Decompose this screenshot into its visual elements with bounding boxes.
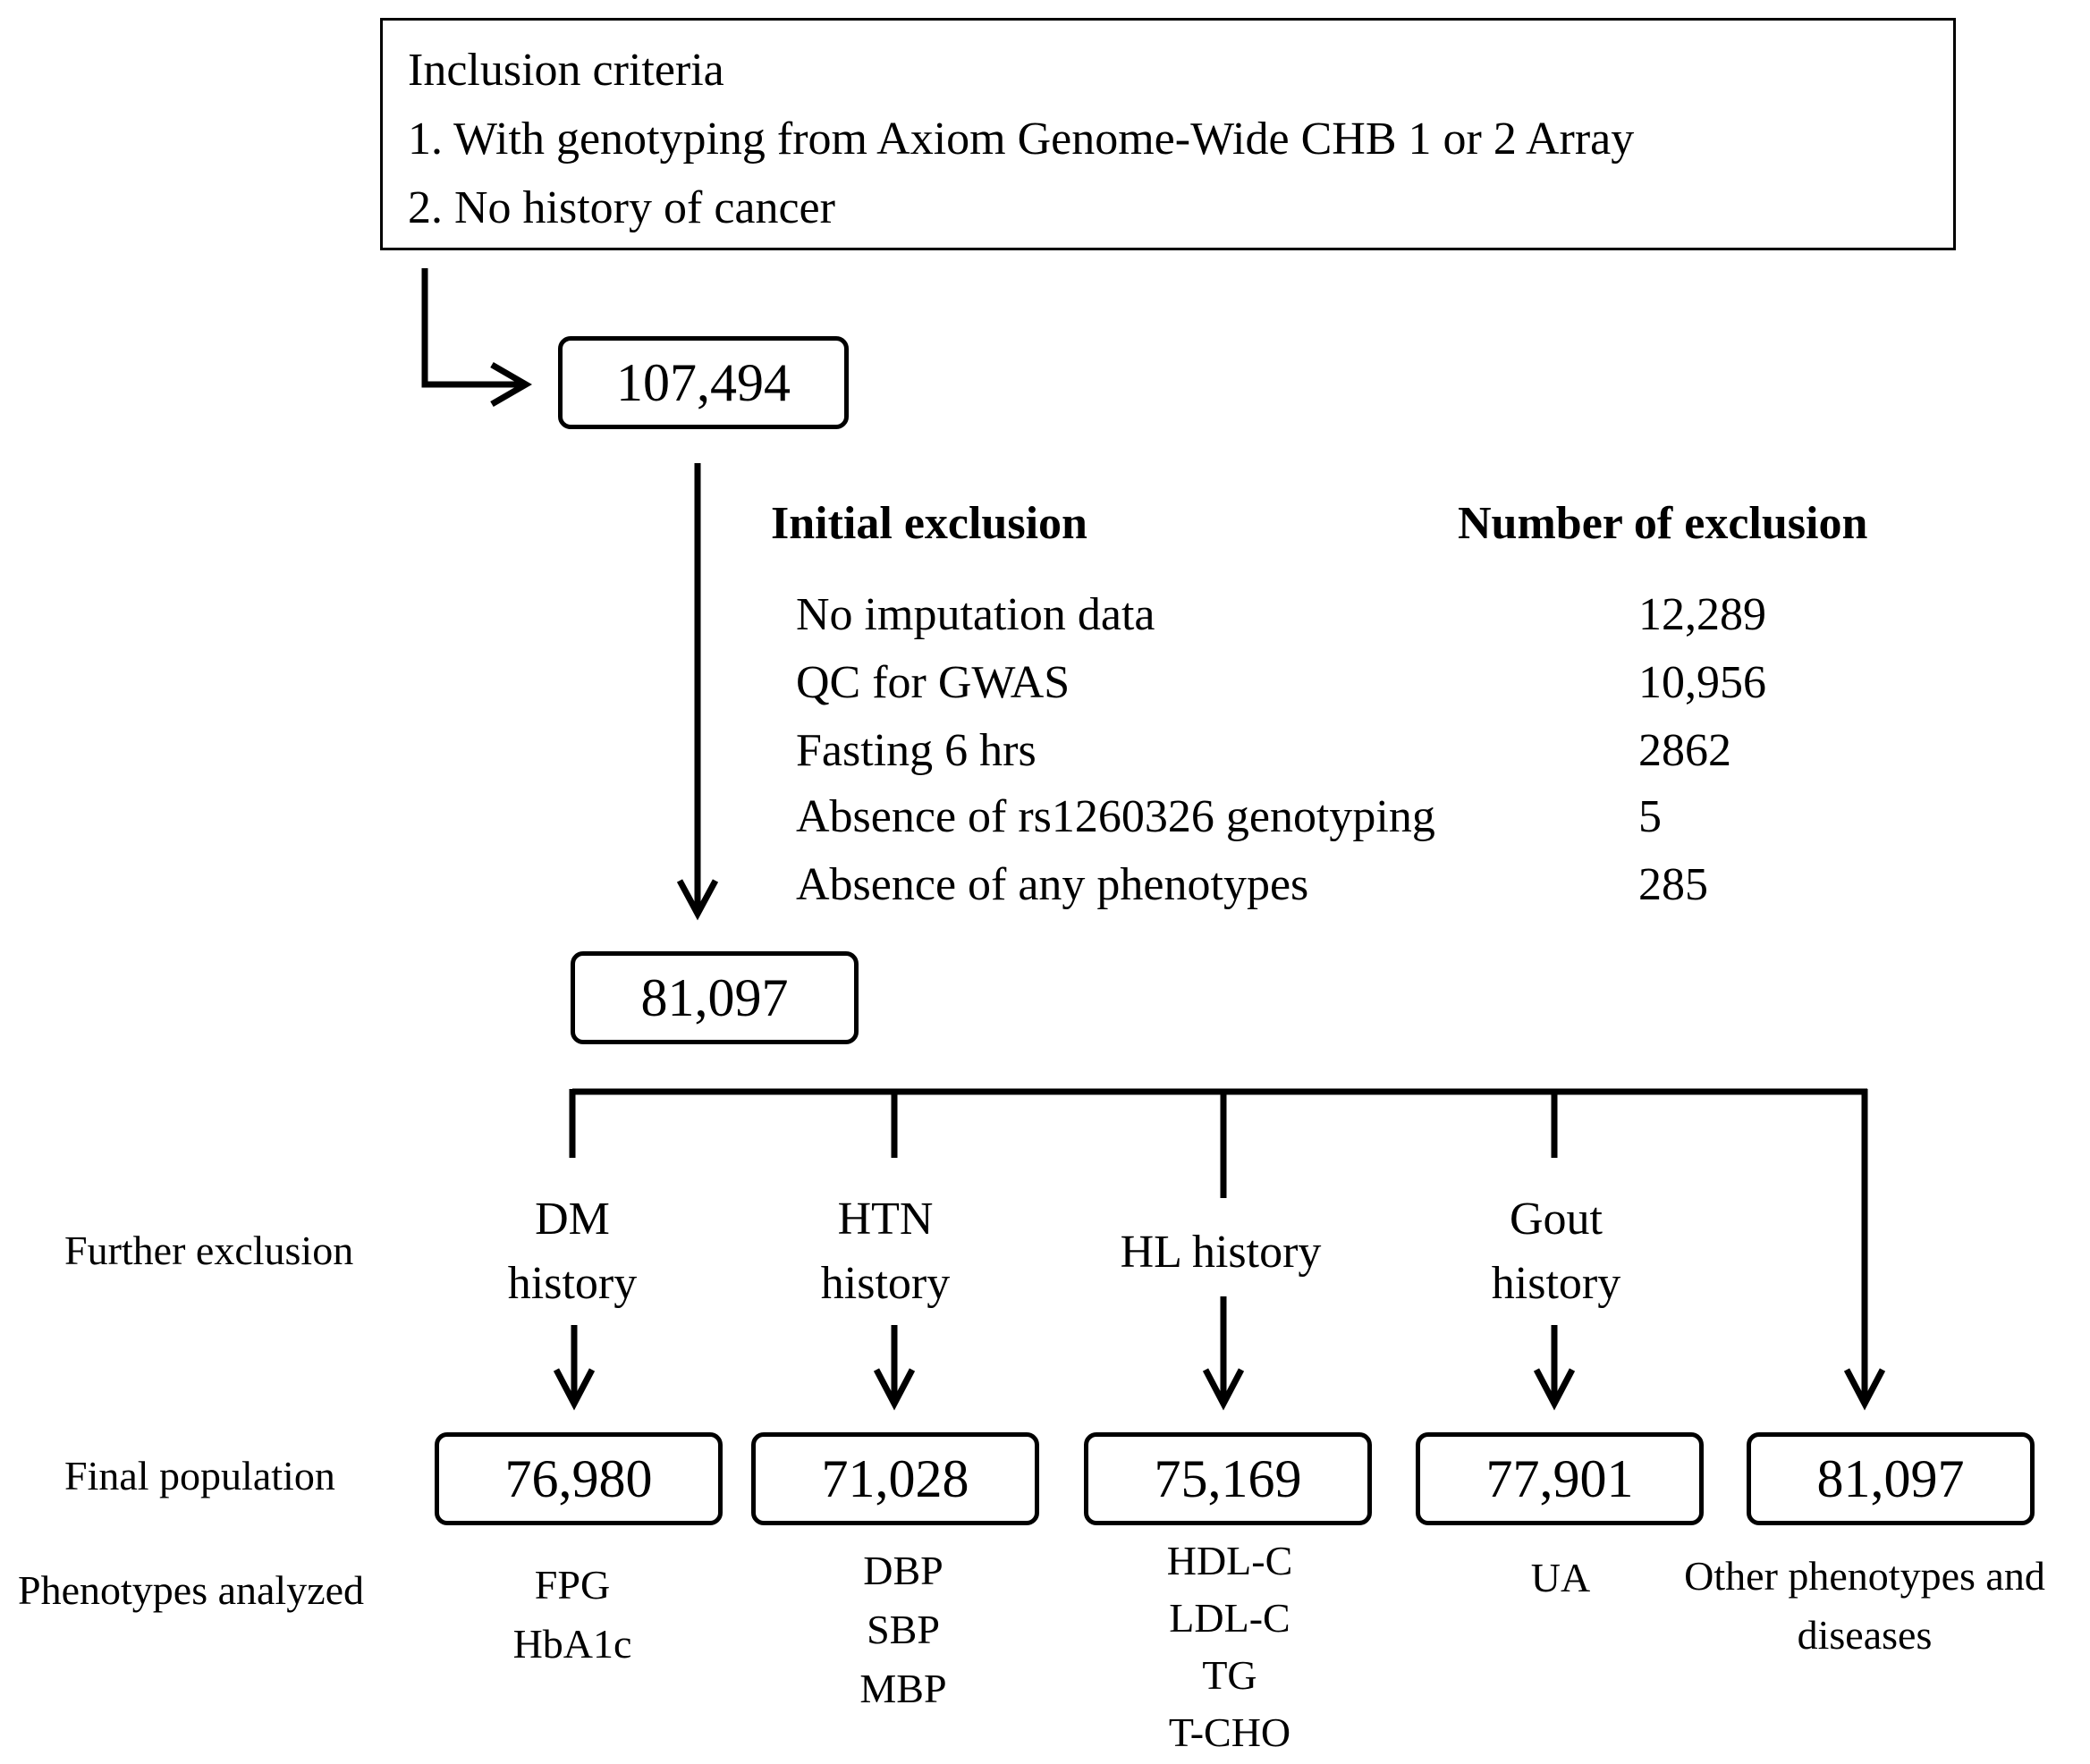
- inclusion-title: Inclusion criteria: [408, 45, 724, 96]
- exclusion-row-value: 285: [1638, 859, 1708, 910]
- inclusion-item-2: 2. No history of cancer: [408, 182, 835, 233]
- main-down-arrowhead: [676, 879, 719, 921]
- exclusion-header-right: Number of exclusion: [1458, 498, 1868, 549]
- inclusion-arrowhead: [490, 361, 532, 408]
- exclusion-row-value: 5: [1638, 791, 1662, 842]
- final-population-label: Final population: [64, 1453, 335, 1498]
- further-exclusion-label: Further exclusion: [64, 1228, 354, 1273]
- inclusion-item-1: 1. With genotyping from Axiom Genome-Wid…: [408, 114, 1635, 165]
- after-exclusion-count: 81,097: [640, 967, 789, 1027]
- final-population-box: 77,901: [1416, 1432, 1704, 1525]
- exclusion-row-value: 10,956: [1638, 657, 1766, 708]
- exclusion-row-label: No imputation data: [796, 589, 1155, 640]
- inclusion-criteria-box: Inclusion criteria 1. With genotyping fr…: [380, 18, 1956, 250]
- final-population-box: 76,980: [435, 1432, 723, 1525]
- initial-count-box: 107,494: [558, 336, 849, 429]
- exclusion-row-value: 12,289: [1638, 589, 1766, 640]
- inclusion-connector: [421, 268, 523, 388]
- exclusion-row-label: QC for GWAS: [796, 657, 1070, 708]
- final-population-box: 71,028: [751, 1432, 1039, 1525]
- exclusion-header-left: Initial exclusion: [771, 498, 1087, 549]
- branch-history-label: HL history: [1120, 1227, 1322, 1278]
- final-population-box: 75,169: [1084, 1432, 1372, 1525]
- phenotypes-analyzed-label: Phenotypes analyzed: [18, 1567, 365, 1613]
- initial-count: 107,494: [616, 352, 791, 412]
- exclusion-row-label: Fasting 6 hrs: [796, 725, 1037, 776]
- exclusion-row-label: Absence of rs1260326 genotyping: [796, 791, 1435, 842]
- exclusion-row-value: 2862: [1638, 725, 1731, 776]
- final-population-box: 81,097: [1747, 1432, 2035, 1525]
- exclusion-row-label: Absence of any phenotypes: [796, 859, 1309, 910]
- phenotype-list: UA: [1530, 1555, 1591, 1600]
- after-exclusion-count-box: 81,097: [571, 951, 859, 1044]
